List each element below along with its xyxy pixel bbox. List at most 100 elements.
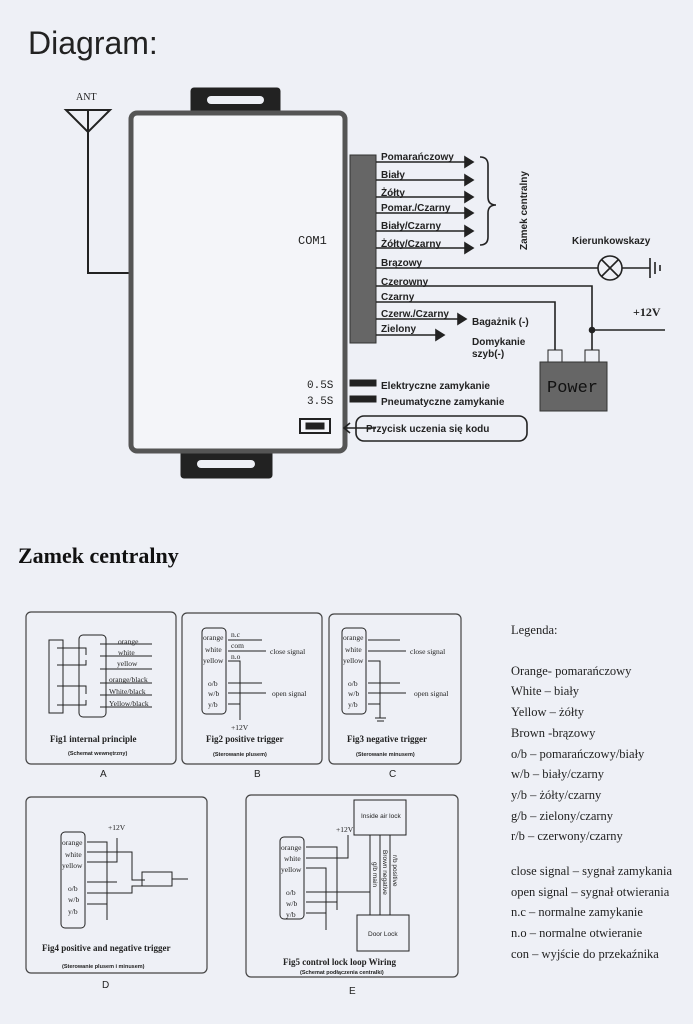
trunk-label: Bagażnik (-)	[472, 317, 529, 328]
contact-label: n.c	[231, 630, 241, 639]
pin-label: w/b	[286, 899, 298, 908]
wire-label: r/b positive	[391, 855, 398, 887]
wire-label: Czerowny	[381, 277, 429, 288]
legend-item: r/b – czerwony/czarny	[511, 829, 623, 844]
page-title: Diagram:	[28, 25, 158, 61]
legend-item: g/b – zielony/czarny	[511, 808, 614, 823]
fig1-title: Fig1 internal principle	[50, 734, 137, 744]
wire-label: Brązowy	[381, 258, 423, 269]
fig1-wire: Yellow/black	[109, 699, 149, 708]
section-title: Zamek centralny	[18, 543, 179, 568]
inside-air-lock-label: Inside air lock	[361, 813, 401, 820]
fig2-subtitle: (Sterowanie plusem)	[213, 752, 267, 758]
fig4-subtitle: (Sterowanie plusem i minusem)	[62, 964, 145, 970]
fig4-box	[25, 796, 208, 974]
pin-label: orange	[62, 838, 83, 847]
pin-label: orange	[343, 633, 364, 642]
fig4-title: Fig4 positive and negative trigger	[42, 943, 170, 953]
pin-label: orange	[281, 843, 302, 852]
turn-signals-label: Kierunkowskazy	[572, 236, 651, 247]
pin-label: y/b	[68, 907, 78, 916]
contact-label: com	[231, 641, 244, 650]
control-module	[128, 87, 377, 479]
wire-label: Żółty/Czarny	[381, 237, 441, 250]
pin-label: yellow	[343, 656, 364, 665]
wire-label: Pomar./Czarny	[381, 203, 451, 214]
fig-letter: C	[389, 769, 396, 780]
power-label: Power	[547, 379, 598, 398]
antenna-icon	[63, 109, 131, 274]
windows-label-2: szyb(-)	[472, 349, 504, 360]
wire-label: Czerw./Czarny	[381, 309, 449, 320]
fig3-subtitle: (Sterowanie minusem)	[356, 752, 415, 758]
open-signal-label: open signal	[272, 689, 306, 698]
fig2-title: Fig2 positive trigger	[206, 734, 283, 744]
pin-label: w/b	[348, 689, 360, 698]
legend-item: y/b – żółty/czarny	[511, 787, 602, 802]
fig1-wire: white	[118, 648, 135, 657]
legend-item: con – wyjście do przekaźnika	[511, 946, 659, 961]
fig1-box	[25, 611, 177, 765]
v12-label: +12V	[108, 823, 126, 832]
pin-label: y/b	[286, 910, 296, 919]
legend-item: open signal – sygnał otwierania	[511, 884, 670, 899]
learn-button-label[interactable]: Przycisk uczenia się kodu	[366, 424, 489, 435]
fig1-wire: orange	[118, 637, 139, 646]
pneumatic-lock-label: Pneumatyczne zamykanie	[381, 397, 505, 408]
fig1-wire: yellow	[117, 659, 138, 668]
pin-label: orange	[203, 633, 224, 642]
fig-letter: A	[100, 769, 107, 780]
fig1-wire: White/black	[109, 687, 146, 696]
pin-label: w/b	[208, 689, 220, 698]
pin-label: o/b	[68, 884, 78, 893]
fig3-box	[328, 613, 462, 765]
wire-label: Biały/Czarny	[381, 221, 441, 232]
windows-label: Domykanie	[472, 337, 526, 348]
fig2-box	[181, 612, 323, 765]
close-signal-label: close signal	[270, 647, 305, 656]
time-label-2: 3.5S	[307, 396, 334, 408]
pin-label: o/b	[208, 679, 218, 688]
door-lock-label: Door Lock	[368, 931, 398, 938]
fig-letter: D	[102, 980, 109, 991]
pin-label: yellow	[62, 861, 83, 870]
legend-item: n.c – normalne zamykanie	[511, 905, 643, 920]
v12-label: +12V	[231, 723, 249, 732]
pin-label: white	[345, 645, 362, 654]
wire-label: Czarny	[381, 292, 415, 303]
power-battery	[539, 349, 608, 412]
fig5-title: Fig5 control lock loop Wiring	[283, 957, 397, 967]
brace-label: Zamek centralny	[519, 171, 530, 250]
legend-item: o/b – pomarańczowy/biały	[511, 746, 645, 761]
legend-item: Orange- pomarańczowy	[511, 663, 632, 678]
fig5-box	[245, 794, 459, 978]
antenna-label: ANT	[76, 92, 97, 103]
plus12-label: +12V	[633, 305, 661, 319]
wire-label: Zielony	[381, 324, 416, 335]
legend-item: Brown -brązowy	[511, 725, 596, 740]
pin-label: white	[284, 854, 301, 863]
fig-letter: B	[254, 769, 261, 780]
legend-item: Yellow – żółty	[511, 705, 585, 720]
wire-label: g/b main	[371, 862, 378, 887]
fig5-subtitle: (Schemat podłączenia centralki)	[300, 970, 384, 976]
pin-label: white	[205, 645, 222, 654]
close-signal-label: close signal	[410, 647, 445, 656]
pin-label: w/b	[68, 895, 80, 904]
legend-item: White – biały	[511, 684, 580, 699]
pin-label: yellow	[203, 656, 224, 665]
open-signal-label: open signal	[414, 689, 448, 698]
pin-label: y/b	[348, 700, 358, 709]
pin-label: o/b	[286, 888, 296, 897]
pin-label: white	[65, 850, 82, 859]
fig-letter: E	[349, 986, 356, 997]
legend: Legenda: Orange- pomarańczowy White – bi…	[511, 620, 672, 965]
v12-label: +12V	[336, 825, 354, 834]
fig1-wire: orange/black	[109, 675, 148, 684]
wires	[342, 155, 665, 442]
wire-label: Brown negative	[381, 850, 388, 895]
fig1-subtitle: (Schemat wewnętrzny)	[68, 751, 127, 757]
wire-label: Żółty	[381, 186, 405, 199]
legend-item: n.o – normalne otwieranie	[511, 926, 643, 941]
